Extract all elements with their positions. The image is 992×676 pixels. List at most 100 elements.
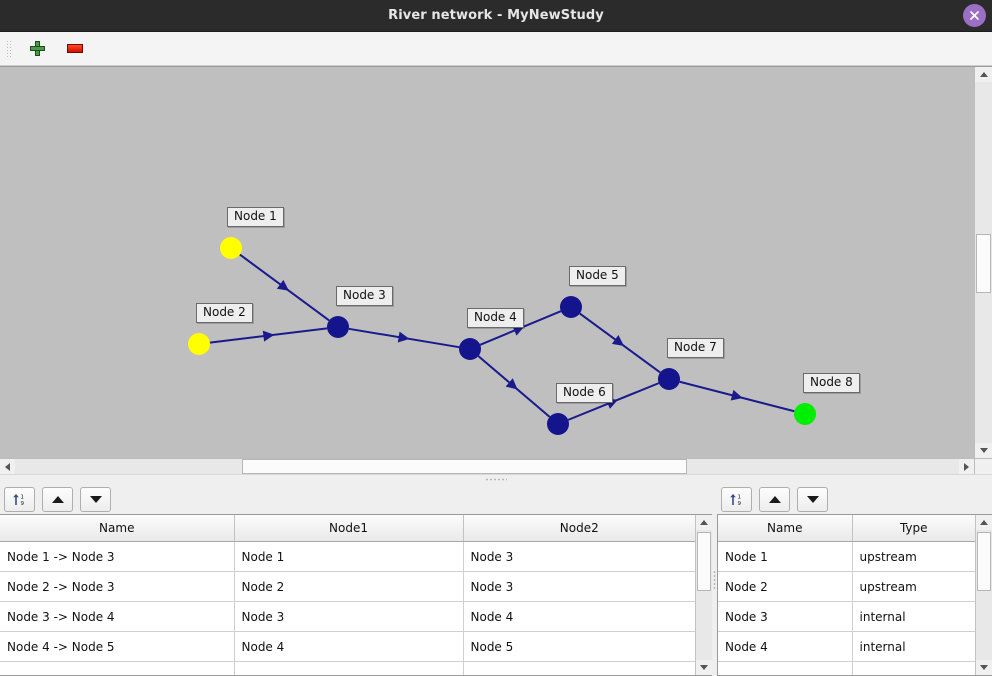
table-cell[interactable]: Node 2 (234, 571, 464, 602)
table-cell[interactable]: Node 5 (463, 631, 695, 662)
close-button[interactable] (963, 4, 986, 27)
table-cell[interactable]: Node 4 -> Node 5 (0, 631, 235, 662)
table-cell[interactable]: Node 1 -> Node 3 (0, 541, 235, 572)
table-cell[interactable]: Node 4 (463, 601, 695, 632)
horizontal-splitter[interactable] (0, 474, 992, 484)
network-node[interactable] (658, 368, 680, 390)
branch-scroll-up-button[interactable] (696, 515, 712, 530)
column-header[interactable]: Type (852, 515, 975, 542)
column-header[interactable]: Name (718, 515, 853, 542)
graph-vscroll-track[interactable] (975, 82, 992, 443)
network-node[interactable] (327, 316, 349, 338)
network-canvas[interactable]: Node 1 Node 2 Node 3 Node 4 Node 5 Node 6 Node… (0, 67, 974, 458)
graph-hscroll-thumb[interactable] (241, 459, 688, 474)
network-node[interactable] (188, 333, 210, 355)
node-scroll-down-button[interactable] (976, 660, 992, 675)
network-node[interactable] (459, 338, 481, 360)
network-node[interactable] (220, 237, 242, 259)
table-row[interactable] (718, 661, 975, 675)
node-sort-button[interactable]: 1 9 (721, 486, 752, 512)
graph-horizontal-scrollbar[interactable] (0, 458, 974, 474)
branch-move-down-button[interactable] (80, 486, 111, 512)
node-label[interactable]: Node 1 (227, 207, 284, 227)
branch-scroll-track[interactable] (696, 530, 712, 660)
node-label[interactable]: Node 7 (667, 338, 724, 358)
network-graph-panel: Node 1 Node 2 Node 3 Node 4 Node 5 Node 6 Node… (0, 66, 992, 474)
table-cell[interactable] (718, 661, 853, 675)
branch-scroll-down-button[interactable] (696, 660, 712, 675)
vertical-splitter[interactable] (712, 484, 717, 676)
table-cell[interactable] (463, 661, 695, 675)
toolbar-grip[interactable] (6, 39, 11, 58)
table-cell[interactable]: Node 3 -> Node 4 (0, 601, 235, 632)
scroll-down-button[interactable] (975, 443, 992, 458)
graph-hscroll-track[interactable] (15, 459, 959, 474)
node-scroll-up-button[interactable] (976, 515, 992, 530)
node-label[interactable]: Node 6 (556, 383, 613, 403)
table-cell[interactable]: Node 3 (463, 571, 695, 602)
splitter-grip (485, 478, 507, 481)
branch-sort-button[interactable]: 1 9 (4, 486, 35, 512)
table-cell[interactable]: Node 1 (234, 541, 464, 572)
table-cell[interactable]: internal (852, 631, 975, 662)
remove-node-button[interactable] (61, 36, 89, 62)
chevron-down-icon (980, 665, 988, 670)
arrow-up-icon (51, 495, 64, 503)
column-header[interactable]: Node1 (234, 515, 464, 542)
table-cell[interactable]: internal (852, 601, 975, 632)
graph-vertical-scrollbar[interactable] (974, 67, 992, 458)
edge-arrow-icon (505, 378, 518, 390)
table-cell[interactable]: Node 2 (718, 571, 853, 602)
scroll-right-button[interactable] (959, 459, 974, 474)
table-cell[interactable] (0, 661, 235, 675)
table-cell[interactable]: Node 3 (718, 601, 853, 632)
node-label[interactable]: Node 2 (196, 303, 253, 323)
table-cell[interactable]: upstream (852, 571, 975, 602)
add-node-button[interactable] (23, 36, 51, 62)
table-cell[interactable]: Node 4 (718, 631, 853, 662)
node-label[interactable]: Node 8 (803, 373, 860, 393)
table-cell[interactable] (234, 661, 464, 675)
node-scroll-track[interactable] (976, 530, 992, 660)
table-cell[interactable]: Node 3 (234, 601, 464, 632)
title-bar: River network - MyNewStudy (0, 0, 992, 32)
node-label[interactable]: Node 5 (569, 266, 626, 286)
table-row[interactable] (0, 661, 695, 675)
arrow-up-icon (768, 495, 781, 503)
table-cell[interactable]: Node 3 (463, 541, 695, 572)
table-cell[interactable]: Node 4 (234, 631, 464, 662)
table-cell[interactable] (852, 661, 975, 675)
network-node[interactable] (560, 296, 582, 318)
node-label[interactable]: Node 3 (336, 286, 393, 306)
node-label[interactable]: Node 4 (467, 308, 524, 328)
column-header[interactable]: Name (0, 515, 235, 542)
node-move-down-button[interactable] (797, 486, 828, 512)
network-node[interactable] (794, 403, 816, 425)
node-scroll-thumb[interactable] (977, 532, 991, 592)
table-cell[interactable]: Node 1 (718, 541, 853, 572)
table-cell[interactable]: upstream (852, 541, 975, 572)
column-header[interactable]: Node2 (463, 515, 695, 542)
branch-scroll-thumb[interactable] (697, 532, 711, 592)
branch-move-up-button[interactable] (42, 486, 73, 512)
node-move-up-button[interactable] (759, 486, 790, 512)
network-node[interactable] (547, 413, 569, 435)
table-cell[interactable]: Node 2 -> Node 3 (0, 571, 235, 602)
scroll-up-button[interactable] (975, 67, 992, 82)
main-toolbar (0, 32, 992, 66)
graph-vscroll-thumb[interactable] (976, 233, 991, 294)
branch-table-scrollbar[interactable] (695, 515, 712, 675)
scroll-left-button[interactable] (0, 459, 15, 474)
node-table-scrollbar[interactable] (975, 515, 992, 675)
